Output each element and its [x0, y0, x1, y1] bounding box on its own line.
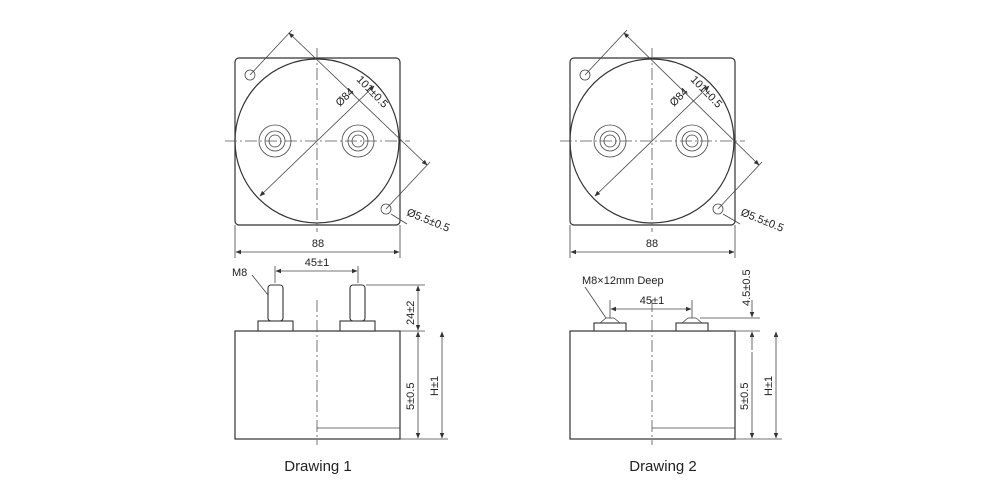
terminal-right-side [339, 284, 376, 332]
drawing-2-side-view: 45±1 M8×12mm Deep 4.5±0.5 5±0.5 H±1 [569, 269, 782, 445]
width-dim-label: 88 [312, 238, 324, 250]
terminal-height-dim-label: 4.5±0.5 [741, 269, 753, 306]
diameter-dim-label: Ø84 [668, 86, 691, 109]
drawing-2: 101±0.5 Ø84 Ø5.5±0.5 88 [560, 29, 785, 475]
drawing-1: 101±0.5 Ø84 Ø5.5±0.5 88 [225, 29, 451, 475]
base-height-dim-label: 5±0.5 [739, 383, 751, 410]
drawing-1-side-view: 45±1 M8 24±2 5±0.5 H±1 [232, 257, 448, 445]
diagonal-dim-label: 101±0.5 [354, 74, 390, 111]
mounting-hole-top-left [579, 69, 591, 81]
capacitor-body [234, 330, 401, 440]
mounting-hole-top-left [244, 69, 256, 81]
terminal-height-dim-label: 24±2 [405, 301, 417, 325]
drawing-1-top-view: 101±0.5 Ø84 Ø5.5±0.5 88 [225, 29, 451, 258]
terminal-left-side [257, 284, 294, 332]
terminal-right-side [675, 317, 709, 332]
mounting-hole-bottom-right [380, 203, 392, 215]
pitch-dim-label: 45±1 [640, 295, 664, 307]
pitch-dim-label: 45±1 [305, 257, 329, 269]
mounting-hole-bottom-right [712, 203, 724, 215]
thread-label: M8 [232, 267, 247, 279]
diagonal-dim-line [288, 32, 428, 166]
base-height-dim-label: 5±0.5 [405, 383, 417, 410]
total-height-dim-label: H±1 [763, 376, 775, 396]
hole-dim-label: Ø5.5±0.5 [405, 207, 451, 235]
drawing-1-caption: Drawing 1 [284, 458, 352, 475]
total-height-dim-label: H±1 [429, 376, 441, 396]
terminal-left-side [593, 317, 627, 332]
drawing-2-caption: Drawing 2 [629, 458, 697, 475]
hole-dim-label: Ø5.5±0.5 [739, 207, 785, 235]
diagonal-dim-line [623, 32, 760, 166]
thread-label: M8×12mm Deep [582, 275, 664, 287]
width-dim-label: 88 [646, 238, 658, 250]
capacitor-body [569, 330, 736, 440]
drawing-2-top-view: 101±0.5 Ø84 Ø5.5±0.5 88 [560, 29, 785, 258]
